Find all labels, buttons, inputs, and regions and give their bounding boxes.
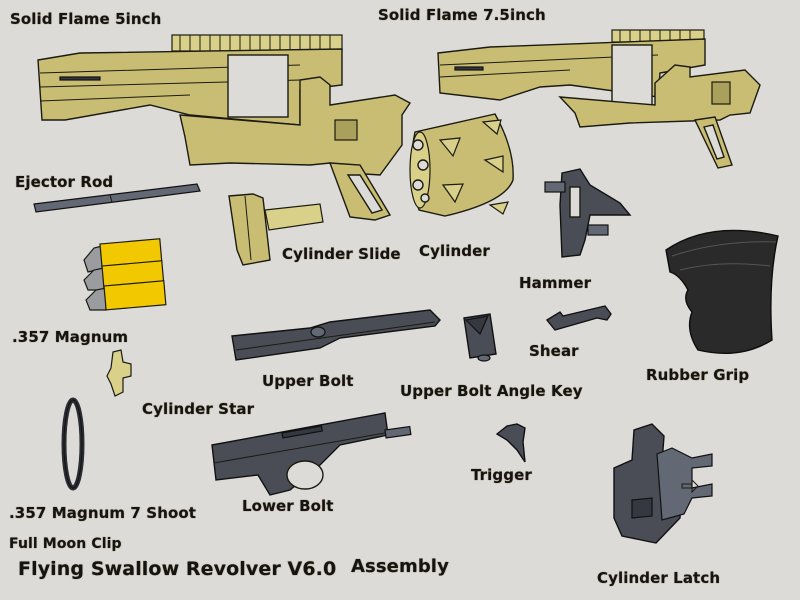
cylinder <box>409 113 514 217</box>
label-trigger: Trigger <box>471 466 532 484</box>
cylinder-latch <box>613 423 713 544</box>
label-cylinder-star: Cylinder Star <box>142 400 255 418</box>
title: Flying Swallow Revolver V6.0 <box>18 558 337 580</box>
label-moon-clip-line2: Full Moon Clip <box>9 536 122 552</box>
label-solid-flame-7-5inch: Solid Flame 7.5inch <box>378 6 546 24</box>
cylinder-star <box>106 349 132 397</box>
label-cylinder: Cylinder <box>419 242 490 260</box>
upper-bolt-angle-key <box>463 313 497 362</box>
shear <box>545 305 612 331</box>
label-shear: Shear <box>529 342 579 360</box>
solid-flame-5inch-frame <box>37 34 412 221</box>
cylinder-slide <box>228 193 324 266</box>
top-rail-teeth <box>171 34 343 52</box>
label-hammer: Hammer <box>519 274 592 292</box>
round-3 <box>85 280 167 311</box>
label-moon-clip-line1: .357 Magnum 7 Shoot <box>9 504 197 522</box>
label-357-magnum: .357 Magnum <box>12 328 129 346</box>
magnum-rounds <box>83 238 167 311</box>
label-cylinder-latch: Cylinder Latch <box>597 569 721 587</box>
hammer <box>544 168 632 258</box>
label-upper-bolt: Upper Bolt <box>262 372 354 390</box>
round-1 <box>83 238 163 273</box>
label-upper-bolt-angle-key: Upper Bolt Angle Key <box>400 382 583 400</box>
label-rubber-grip: Rubber Grip <box>646 366 750 384</box>
trigger <box>495 423 526 463</box>
lower-bolt <box>211 412 412 496</box>
upper-bolt <box>231 309 441 361</box>
label-ejector-rod: Ejector Rod <box>15 173 114 191</box>
subtitle-assembly: Assembly <box>351 556 449 577</box>
label-cylinder-slide: Cylinder Slide <box>282 245 401 263</box>
full-moon-clip <box>61 397 85 491</box>
ejector-rod <box>33 183 201 213</box>
label-lower-bolt: Lower Bolt <box>242 497 334 515</box>
solid-flame-7-5inch-frame <box>437 29 761 169</box>
label-solid-flame-5inch: Solid Flame 5inch <box>10 10 162 28</box>
rubber-grip <box>665 229 779 355</box>
